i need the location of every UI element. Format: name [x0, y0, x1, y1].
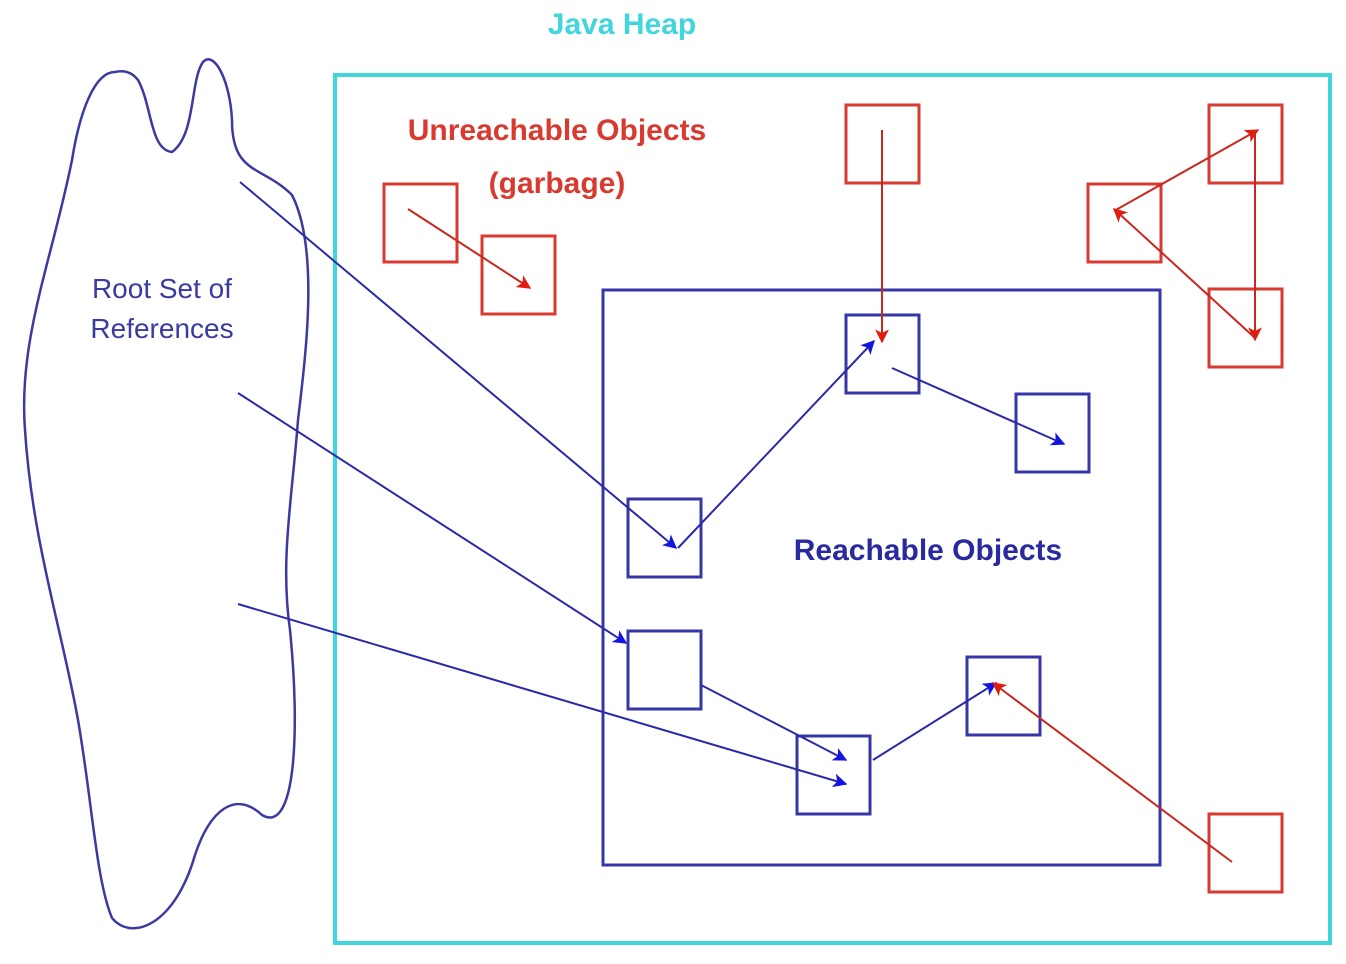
reference-arrow	[700, 684, 848, 761]
root-set-label-line1: Root Set of	[92, 273, 232, 304]
root-reference-arrow	[237, 392, 628, 644]
reachable-object	[965, 655, 1042, 737]
reference-arrow	[891, 367, 1066, 446]
unreachable-objects-label-line1: Unreachable Objects	[408, 114, 706, 147]
garbage-reference-arrow	[1112, 208, 1256, 339]
java-heap-boundary	[333, 73, 1332, 945]
reachable-objects-label: Reachable Objects	[794, 534, 1062, 567]
unreachable-object	[382, 182, 459, 264]
unreachable-object	[1086, 182, 1163, 264]
garbage-reference-arrow	[407, 208, 532, 289]
unreachable-object	[480, 234, 557, 316]
reachable-object	[626, 629, 703, 711]
reachable-object	[626, 497, 703, 579]
java-heap-label: Java Heap	[548, 8, 696, 41]
unreachable-object	[1207, 287, 1284, 369]
garbage-reference-arrow	[991, 682, 1233, 863]
reachable-object	[795, 734, 872, 816]
unreachable-object	[1207, 812, 1284, 894]
unreachable-object	[1207, 103, 1284, 185]
garbage-reference-arrow	[1113, 129, 1260, 212]
reference-arrow	[677, 339, 875, 549]
root-set-label-line2: References	[90, 313, 233, 344]
root-set-cloud	[22, 58, 310, 930]
root-reference-arrow	[239, 181, 678, 549]
reference-arrow	[872, 682, 998, 761]
root-reference-arrow	[237, 603, 848, 788]
reachable-object	[1014, 392, 1091, 474]
unreachable-objects-label-line2: (garbage)	[489, 167, 626, 200]
